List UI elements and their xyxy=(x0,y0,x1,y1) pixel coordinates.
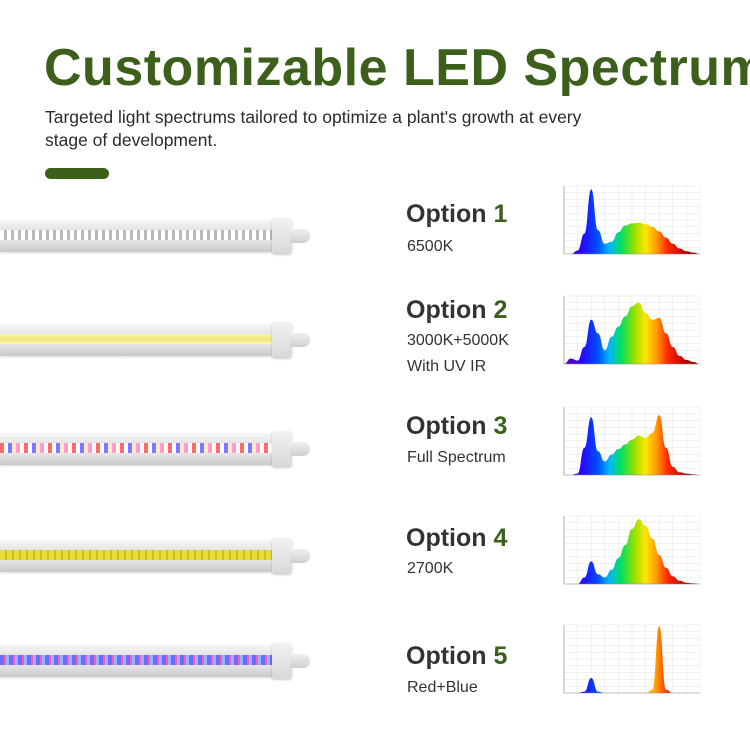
spectrum-chart-4 xyxy=(550,512,706,594)
option-desc: 3000K+5000K xyxy=(407,332,509,349)
option-title: Option 3 xyxy=(406,412,508,440)
page-title: Customizable LED Spectrum xyxy=(44,39,750,97)
option-desc: With UV IR xyxy=(407,358,487,375)
option-desc: 2700K xyxy=(407,560,454,577)
page-subtitle: Targeted light spectrums tailored to opt… xyxy=(45,107,582,150)
option-title: Option 5 xyxy=(406,642,508,670)
option-desc: Full Spectrum xyxy=(407,449,506,466)
spectrum-chart-3 xyxy=(550,403,706,485)
accent-bar xyxy=(45,168,109,179)
spectrum-chart-5 xyxy=(550,621,706,703)
spectrum-area xyxy=(564,189,700,254)
spectrum-chart-2 xyxy=(550,292,706,374)
spectrum-area xyxy=(564,415,700,475)
option-title: Option 2 xyxy=(406,296,508,324)
option-title: Option 4 xyxy=(406,524,508,552)
option-desc: Red+Blue xyxy=(407,679,478,696)
spectrum-area xyxy=(564,302,700,364)
chart-background xyxy=(550,621,706,703)
option-desc: 6500K xyxy=(407,238,454,255)
option-title: Option 1 xyxy=(406,200,508,228)
spectrum-chart-1 xyxy=(550,182,706,264)
